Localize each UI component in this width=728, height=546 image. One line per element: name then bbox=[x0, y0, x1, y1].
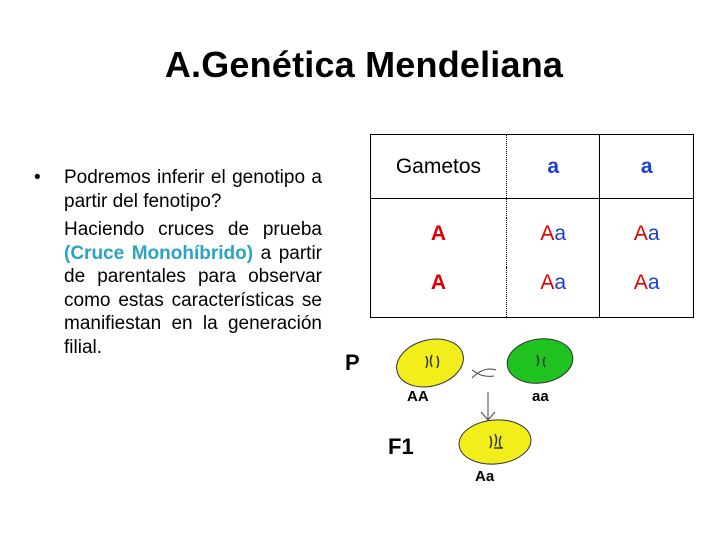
label-f1: F1 bbox=[388, 434, 414, 459]
table-row: A Aa Aa bbox=[371, 217, 694, 268]
header-gamete-a1: a bbox=[505, 134, 600, 200]
label-parent-aa-recessive: aa bbox=[532, 388, 549, 405]
cross-mark bbox=[471, 368, 497, 379]
table-spacer-row bbox=[371, 198, 694, 218]
allele-dominant: A bbox=[633, 221, 648, 245]
allele-recessive: a bbox=[647, 271, 660, 295]
arrow-down-icon bbox=[480, 392, 496, 421]
paragraph-question: Podremos inferir el genotipo a partir de… bbox=[64, 167, 322, 212]
paragraph-text-end: a partir de parentales para observar com… bbox=[64, 242, 323, 358]
allele-dominant: A bbox=[540, 271, 555, 295]
row-gamete-A: A bbox=[430, 271, 447, 295]
table-header-row: Gametos a a bbox=[370, 134, 694, 200]
label-f1-genotype: Aa bbox=[475, 468, 495, 485]
cross-diagram-svg bbox=[396, 338, 574, 465]
header-gamete-a2: a bbox=[599, 134, 694, 200]
label-p: P bbox=[345, 350, 360, 375]
cross-diagram: P AA aa F1 Aa bbox=[340, 330, 580, 520]
highlight-monohybrid-cross: (Cruce Monohíbrido) bbox=[64, 242, 254, 264]
genotype-cell: Aa bbox=[505, 217, 600, 268]
parent-yellow-pea bbox=[396, 338, 464, 388]
parent-green-pea bbox=[506, 338, 574, 384]
table-row: A Aa Aa bbox=[371, 267, 694, 318]
row-gamete-A: A bbox=[430, 221, 447, 245]
punnett-table: Gametos a a A Aa Aa A Aa Aa bbox=[370, 134, 694, 318]
genotype-cell: Aa bbox=[505, 267, 600, 318]
allele-recessive: a bbox=[647, 221, 660, 245]
allele-dominant: A bbox=[633, 271, 648, 295]
allele-recessive: a bbox=[554, 271, 567, 295]
slide-title: A.Genética Mendeliana bbox=[164, 44, 564, 85]
allele-dominant: A bbox=[540, 221, 555, 245]
f1-yellow-pea bbox=[458, 419, 532, 465]
genotype-cell: Aa bbox=[599, 267, 694, 318]
genotype-cell: Aa bbox=[599, 217, 694, 268]
allele-recessive: a bbox=[554, 221, 567, 245]
header-gametos: Gametos bbox=[370, 134, 507, 200]
paragraph-cross-explanation: Haciendo cruces de prueba (Cruce Monohíb… bbox=[64, 218, 322, 359]
bullet-text-block: • Podremos inferir el genotipo a partir … bbox=[34, 166, 322, 359]
label-parent-aa-dominant: AA bbox=[407, 388, 429, 405]
paragraph-text-start: Haciendo cruces de prueba bbox=[64, 219, 322, 240]
bullet-dot: • bbox=[34, 167, 41, 188]
